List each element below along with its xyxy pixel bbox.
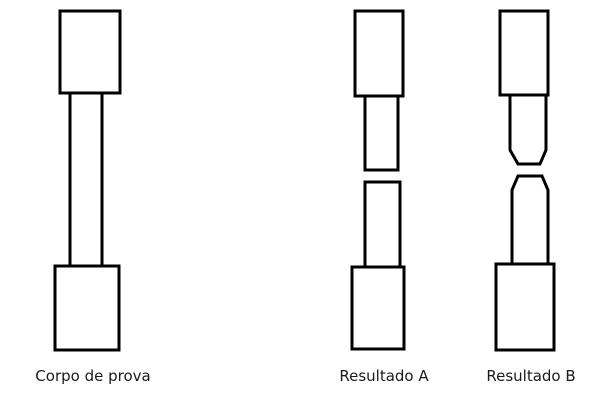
resultado-a-bottom-grip	[350, 265, 406, 351]
resultado-b-bottom-grip	[494, 262, 556, 352]
specimen-resultado-b	[494, 9, 556, 352]
resultado-b-upper-necked-piece	[508, 93, 548, 166]
resultado-b-top-grip	[498, 9, 550, 97]
resultado-a-lower-piece	[363, 180, 402, 269]
resultado-b-lower-necked-piece	[510, 174, 550, 266]
resultado-a-top-grip	[353, 9, 405, 98]
label-resultado-a: Resultado A	[339, 367, 429, 385]
specimen-resultado-a	[350, 9, 406, 351]
corpo-bottom-grip	[53, 264, 121, 352]
label-corpo-de-prova: Corpo de prova	[35, 367, 151, 385]
corpo-gauge-section	[68, 91, 104, 268]
resultado-a-upper-piece	[363, 94, 400, 172]
label-resultado-b: Resultado B	[486, 367, 576, 385]
specimen-corpo-de-prova	[53, 9, 122, 352]
corpo-top-grip	[58, 9, 122, 95]
